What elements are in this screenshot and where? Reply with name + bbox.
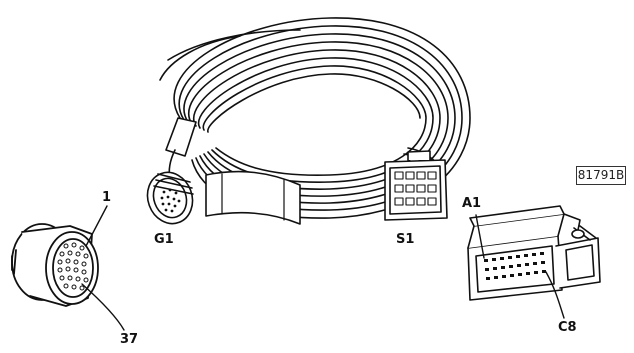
- label-pin-c8: C8: [558, 320, 577, 335]
- connector-a1-c8-pins: [484, 252, 546, 280]
- connector-g1: [146, 117, 197, 225]
- connector-s1-slots: [394, 171, 437, 206]
- connector-round-large-pins: [57, 242, 89, 291]
- label-pin-last: 37: [120, 332, 139, 347]
- reference-code-box: 81791B: [576, 166, 626, 185]
- label-pin-first: 1: [102, 190, 112, 205]
- label-pin-a1: A1: [462, 196, 482, 211]
- connector-g1-pins: [160, 188, 181, 213]
- cable-coil: [159, 17, 471, 219]
- label-connector-s1: S1: [396, 232, 415, 247]
- connector-s1: [384, 150, 448, 221]
- connector-a1-c8: [467, 205, 601, 301]
- leader-lines: [81, 205, 565, 331]
- cable-tie: [205, 170, 301, 225]
- label-connector-g1: G1: [154, 232, 174, 247]
